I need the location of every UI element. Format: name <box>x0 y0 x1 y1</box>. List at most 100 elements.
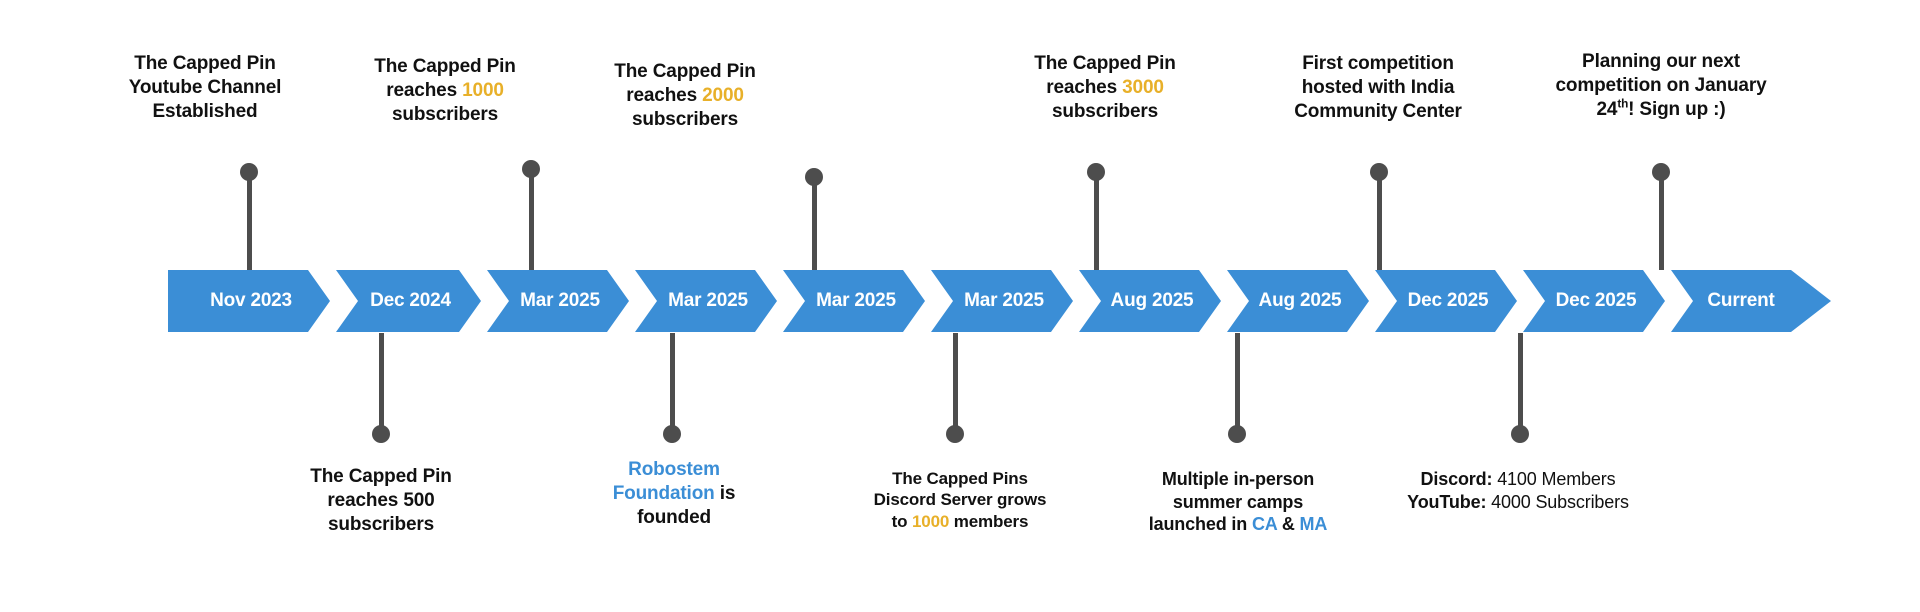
pin-connector-up <box>1087 163 1105 270</box>
pin-connector-up <box>1370 163 1388 270</box>
callout-line: reaches 1000 <box>340 79 550 103</box>
callout-text: ! Sign up :) <box>1628 98 1726 120</box>
callout-current-stats: Discord: 4100 Members YouTube: 4000 Subs… <box>1388 468 1648 513</box>
stat-label: YouTube: <box>1407 491 1487 512</box>
highlight-location: CA <box>1251 514 1277 535</box>
callout-line: The Capped Pins <box>892 469 1028 488</box>
callout-text: reaches <box>626 84 703 106</box>
pin-connector-up <box>240 163 258 270</box>
highlight-location: MA <box>1299 514 1328 535</box>
pin-dot <box>1511 425 1529 443</box>
highlight-value: 1000 <box>911 511 950 531</box>
callout-line: Established <box>152 100 258 122</box>
timeline-step-mar-2025-a[interactable]: Mar 2025 <box>487 270 629 332</box>
callout-line: to 1000 members <box>845 511 1075 532</box>
pin-dot <box>946 425 964 443</box>
timeline-step-label: Nov 2023 <box>210 290 292 311</box>
callout-line: launched in CA & MA <box>1118 513 1358 536</box>
timeline-step-label: Dec 2024 <box>370 290 451 311</box>
callout-line: competition on January <box>1555 74 1767 96</box>
callout-discord-server-1000-members: The Capped Pins Discord Server grows to … <box>845 468 1075 532</box>
pin-connector-up <box>1652 163 1670 270</box>
callout-line: reaches 3000 <box>1000 76 1210 100</box>
callout-summer-camps-ca-ma: Multiple in-person summer camps launched… <box>1118 468 1358 536</box>
callout-line: 24th! Sign up :) <box>1530 98 1792 122</box>
pin-stem <box>529 169 534 270</box>
callout-robostem-foundation-founded: Robostem Foundation is founded <box>565 458 783 530</box>
pin-stem <box>1518 333 1523 434</box>
callout-line: subscribers <box>327 513 435 535</box>
timeline-step-label: Dec 2025 <box>1407 290 1489 311</box>
callout-line: hosted with India <box>1301 76 1455 98</box>
callout-text: reaches <box>1046 76 1123 98</box>
pin-connector-down <box>946 333 964 443</box>
stat-line-youtube: YouTube: 4000 Subscribers <box>1388 491 1648 514</box>
callout-line: reaches 2000 <box>580 84 790 108</box>
stat-label: Discord: <box>1420 469 1493 489</box>
callout-text: reaches <box>386 79 463 101</box>
pin-stem <box>670 333 675 434</box>
highlight-brand: Robostem <box>628 459 720 480</box>
timeline-step-label: Mar 2025 <box>816 290 896 311</box>
pin-connector-down <box>372 333 390 443</box>
pin-stem <box>247 172 252 270</box>
pin-dot <box>1228 425 1246 443</box>
callout-line: The Capped Pin <box>134 53 276 74</box>
pin-stem <box>1235 333 1240 434</box>
pin-connector-up <box>522 160 540 270</box>
pin-stem <box>1094 172 1099 270</box>
highlight-value: 2000 <box>702 84 744 106</box>
pin-stem <box>1659 172 1664 270</box>
callout-text: to <box>891 511 912 531</box>
stat-line-discord: Discord: 4100 Members <box>1388 468 1648 491</box>
timeline-step-label: Aug 2025 <box>1258 290 1342 311</box>
pin-stem <box>379 333 384 434</box>
callout-line: Planning our next <box>1582 51 1740 72</box>
highlight-brand: Foundation <box>612 482 715 504</box>
callout-first-competition: First competition hosted with India Comm… <box>1268 52 1488 124</box>
timeline-step-dec-2025-b[interactable]: Dec 2025 <box>1523 270 1665 332</box>
timeline-step-dec-2024[interactable]: Dec 2024 <box>336 270 481 332</box>
timeline-step-aug-2025-b[interactable]: Aug 2025 <box>1227 270 1369 332</box>
callout-line: reaches 500 <box>327 489 435 511</box>
callout-line: Robostem <box>565 458 783 482</box>
stat-value: 4000 Subscribers <box>1486 491 1629 512</box>
timeline-step-nov-2023[interactable]: Nov 2023 <box>168 270 330 332</box>
timeline-step-aug-2025-a[interactable]: Aug 2025 <box>1079 270 1221 332</box>
callout-line: Discord Server grows <box>873 490 1047 510</box>
timeline-step-label: Mar 2025 <box>964 290 1044 311</box>
pin-dot <box>663 425 681 443</box>
pin-connector-down <box>1228 333 1246 443</box>
callout-line: First competition <box>1302 53 1454 74</box>
callout-line: subscribers <box>631 108 739 130</box>
callout-line: The Capped Pin <box>1034 53 1176 74</box>
callout-reaches-2000-subscribers: The Capped Pin reaches 2000 subscribers <box>580 60 790 132</box>
timeline-step-dec-2025-a[interactable]: Dec 2025 <box>1375 270 1517 332</box>
callout-planning-next-competition: Planning our next competition on January… <box>1530 50 1792 122</box>
timeline-step-current[interactable]: Current <box>1671 270 1831 332</box>
callout-line: The Capped Pin <box>374 56 516 77</box>
pin-stem <box>1377 172 1382 270</box>
callout-youtube-channel-established: The Capped Pin Youtube Channel Establish… <box>100 52 310 124</box>
callout-reaches-1000-subscribers: The Capped Pin reaches 1000 subscribers <box>340 55 550 127</box>
callout-line: Multiple in-person <box>1161 469 1315 489</box>
callout-line: The Capped Pin <box>614 61 756 82</box>
highlight-value: 1000 <box>462 79 504 101</box>
timeline-step-mar-2025-d[interactable]: Mar 2025 <box>931 270 1073 332</box>
pin-connector-up <box>805 168 823 270</box>
callout-line: founded <box>637 506 711 528</box>
callout-line: subscribers <box>1051 100 1159 122</box>
timeline-step-mar-2025-b[interactable]: Mar 2025 <box>635 270 777 332</box>
timeline-step-label: Mar 2025 <box>668 290 748 311</box>
pin-connector-down <box>1511 333 1529 443</box>
callout-text: & <box>1276 514 1300 535</box>
timeline-step-label: Aug 2025 <box>1110 290 1194 311</box>
callout-line: summer camps <box>1172 491 1304 512</box>
pin-stem <box>953 333 958 434</box>
callout-text: 24 <box>1596 98 1618 120</box>
timeline-step-label: Mar 2025 <box>520 290 600 311</box>
callout-line: Youtube Channel <box>128 76 282 98</box>
callout-line: Foundation is <box>565 482 783 506</box>
timeline-step-mar-2025-c[interactable]: Mar 2025 <box>783 270 925 332</box>
